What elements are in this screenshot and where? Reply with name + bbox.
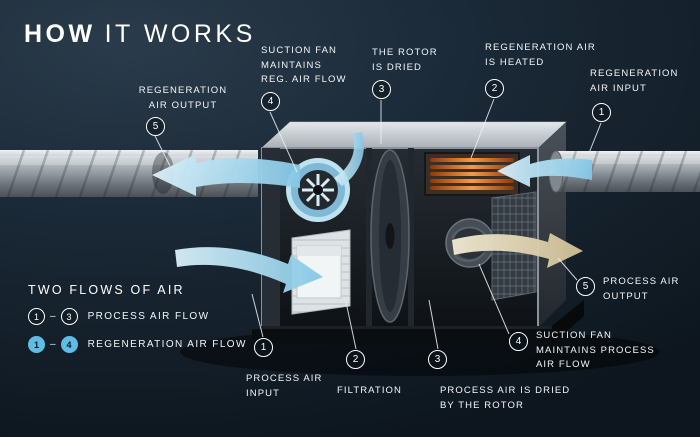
legend-label-regeneration: REGENERATION AIR FLOW	[87, 339, 247, 350]
callout-label-regeneration-air-heated: REGENERATION AIR IS HEATED	[485, 42, 596, 68]
callout-badge-filtration: 2	[346, 350, 365, 369]
page-title-rest: IT WORKS	[104, 20, 256, 48]
process-air-output-arrow	[452, 233, 583, 268]
callout-label-suction-fan-process: SUCTION FAN MAINTAINS PROCESS AIR FLOW	[536, 330, 655, 371]
leader-lines	[154, 98, 602, 350]
callout-badge-suction-fan-reg: 4	[261, 92, 280, 111]
page-title-bold: HOW	[24, 20, 96, 48]
legend-dash: –	[50, 311, 56, 322]
callout-badge-rotor-dried: 3	[372, 80, 391, 99]
machine-housing	[252, 121, 584, 344]
callout-label-regeneration-air-output: REGENERATION AIR OUTPUT	[138, 85, 228, 111]
legend-two-flows: TWO FLOWS OF AIR 1 – 3 PROCESS AIR FLOW …	[28, 283, 247, 353]
callout-label-regeneration-air-input: REGENERATION AIR INPUT	[590, 68, 679, 94]
process-air-input-arrow	[175, 247, 323, 293]
callout-badge-regeneration-air-heated: 2	[485, 79, 504, 98]
callout-badge-process-air-input: 1	[254, 338, 273, 357]
fan-intake-arrow	[334, 132, 364, 186]
legend-circle-process-to: 3	[60, 308, 78, 325]
callout-label-rotor-dried: THE ROTOR IS DRIED	[372, 47, 438, 73]
callout-label-process-air-output: PROCESS AIR OUTPUT	[603, 276, 680, 302]
callout-badge-regeneration-air-output: 5	[146, 117, 165, 136]
callout-badge-regeneration-air-input: 1	[592, 103, 611, 122]
callout-label-filtration: FILTRATION	[337, 385, 403, 396]
callout-badge-process-air-dried: 3	[428, 350, 447, 369]
regeneration-air-input-arrow	[497, 155, 592, 187]
legend-circle-regeneration-from: 1	[28, 336, 45, 353]
legend-label-process: PROCESS AIR FLOW	[87, 311, 210, 322]
callout-badge-suction-fan-process: 4	[509, 332, 528, 351]
page-title: HOW IT WORKS	[24, 20, 256, 49]
callout-label-process-air-input: PROCESS AIR INPUT	[246, 373, 323, 399]
legend-title: TWO FLOWS OF AIR	[28, 283, 185, 297]
machine-base	[252, 300, 584, 344]
legend-row-regeneration: 1 – 4 REGENERATION AIR FLOW	[28, 336, 247, 353]
legend-circle-regeneration-to: 4	[60, 336, 78, 353]
callout-badge-process-air-output: 5	[576, 277, 595, 296]
desiccant-rotor	[370, 149, 410, 323]
callout-label-suction-fan-reg: SUCTION FAN MAINTAINS REG. AIR FLOW	[261, 45, 347, 86]
legend-row-process: 1 – 3 PROCESS AIR FLOW	[28, 308, 247, 325]
regeneration-suction-fan	[286, 158, 350, 222]
callout-label-process-air-dried: PROCESS AIR IS DRIED BY THE ROTOR	[440, 385, 571, 411]
legend-dash: –	[50, 339, 56, 350]
legend-circle-process-from: 1	[28, 308, 45, 325]
air-flow-arrows	[152, 132, 592, 293]
machine-top-face	[261, 121, 567, 149]
regeneration-air-output-arrow	[152, 154, 300, 196]
